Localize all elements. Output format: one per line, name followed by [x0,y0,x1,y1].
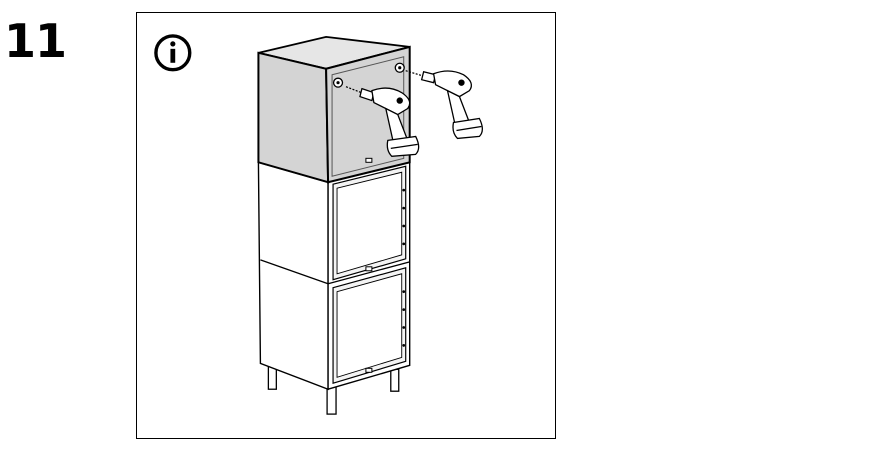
power-drill-icon [405,70,483,140]
lower-frames [257,161,411,391]
assembly-illustration [154,34,483,415]
step-number: 11 [4,14,67,68]
illustration-panel [136,12,556,439]
info-icon [154,34,192,72]
power-drill-icon [345,86,420,158]
top-cabinet [257,35,411,184]
